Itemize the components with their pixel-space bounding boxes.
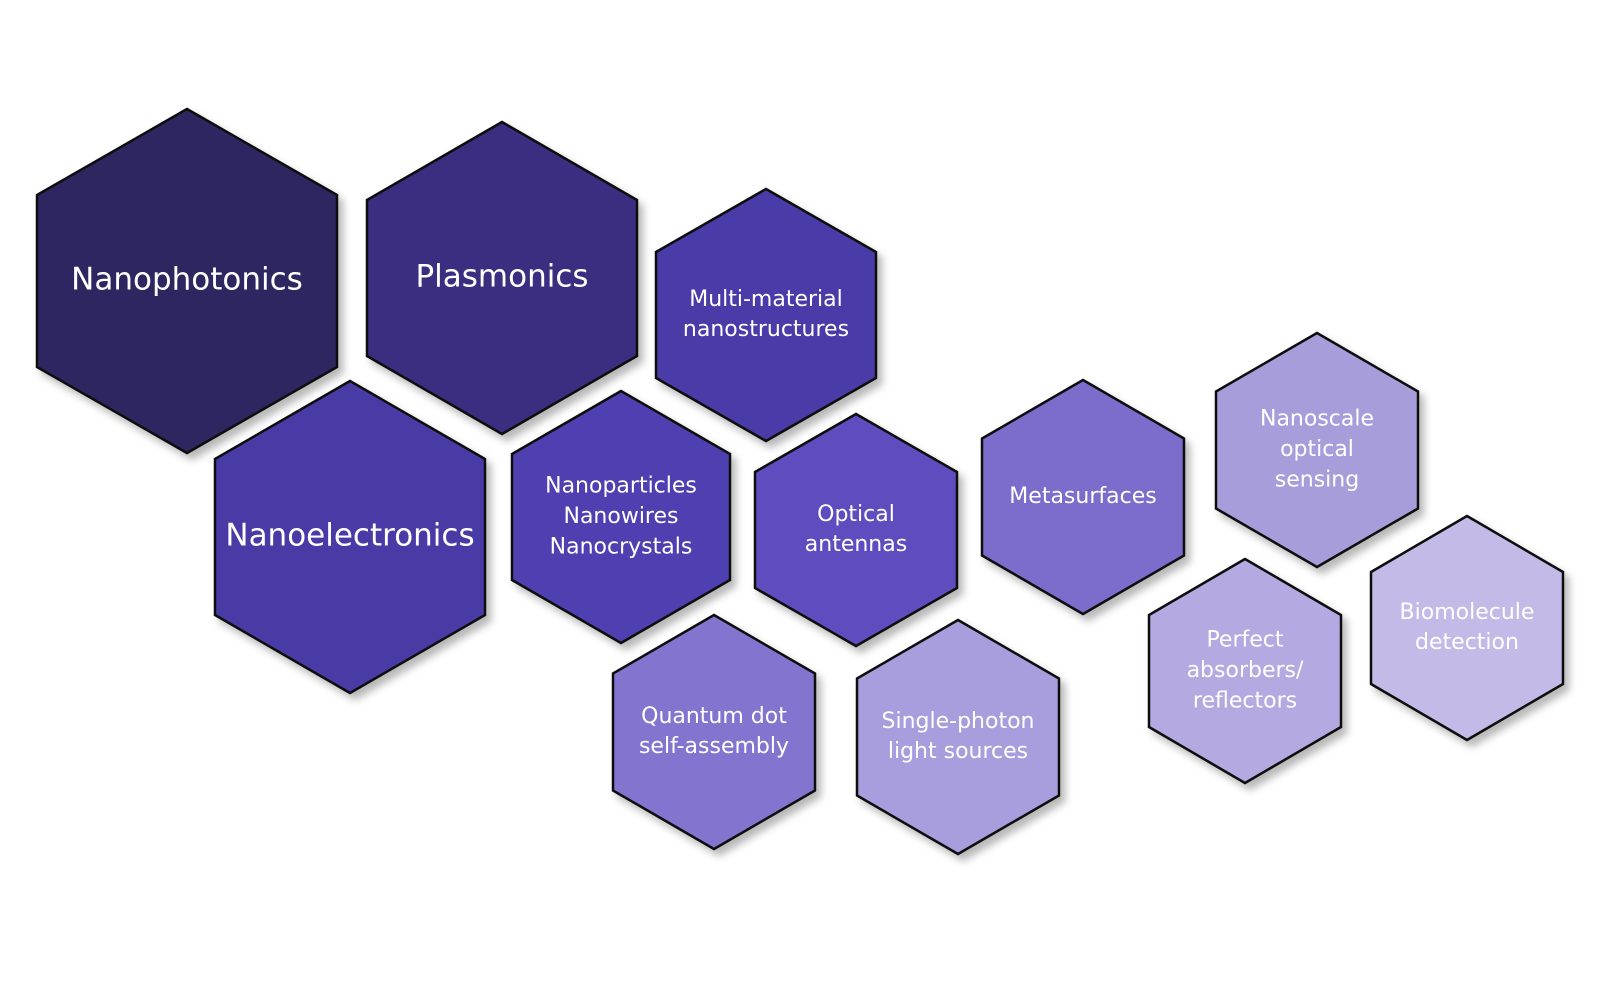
hex-label-nanoparticles: Nanocrystals [550, 534, 693, 559]
hex-node-multi-material: Multi-material nanostructures [654, 187, 878, 443]
hex-node-nanoscale-sensing: Nanoscale optical sensing [1214, 331, 1420, 569]
hexagon-metasurfaces [980, 378, 1186, 616]
hex-label-single-photon: light sources [888, 739, 1028, 764]
hex-label-perfect-absorbers: Perfect [1206, 628, 1283, 653]
hex-label-single-photon: Single-photon [882, 709, 1035, 734]
hexagon-plasmonics [365, 120, 639, 436]
hex-node-perfect-absorbers: Perfect absorbers/reflectors [1147, 557, 1343, 785]
hexagon-nanoscale-sensing [1214, 331, 1420, 569]
hex-label-metasurfaces: Metasurfaces [1009, 484, 1156, 509]
hex-label-nanoscale-sensing: sensing [1275, 467, 1359, 492]
hex-label-biomolecule: detection [1415, 630, 1519, 655]
hexagon-biomolecule [1369, 514, 1565, 742]
hex-label-nanoscale-sensing: optical [1280, 437, 1354, 462]
hex-label-nanoparticles: Nanowires [563, 504, 678, 529]
hexagon-multi-material [654, 187, 878, 443]
hex-label-multi-material: Multi-material [689, 287, 843, 312]
hex-node-plasmonics: Plasmonics [365, 120, 639, 436]
hex-node-nanophotonics: Nanophotonics [35, 107, 339, 455]
hex-label-nanoparticles: Nanoparticles [545, 474, 697, 499]
hex-node-single-photon: Single-photon light sources [855, 618, 1061, 856]
hex-label-nanoscale-sensing: Nanoscale [1260, 407, 1374, 432]
hex-label-quantum-dot: Quantum dot [641, 704, 787, 729]
hex-node-quantum-dot: Quantum dot self-assembly [611, 613, 817, 851]
hexagon-nanoelectronics [213, 379, 487, 695]
hex-label-plasmonics: Plasmonics [415, 259, 588, 295]
hexagon-nanoparticles [510, 389, 732, 645]
hexagon-quantum-dot [611, 613, 817, 851]
hex-label-perfect-absorbers: absorbers/ [1187, 658, 1304, 683]
hexagon-perfect-absorbers [1147, 557, 1343, 785]
hexagon-optical-antennas [753, 412, 959, 648]
hex-node-nanoelectronics: Nanoelectronics [213, 379, 487, 695]
hex-node-metasurfaces: Metasurfaces [980, 378, 1186, 616]
hex-label-optical-antennas: antennas [805, 532, 907, 557]
hex-label-nanoelectronics: Nanoelectronics [225, 518, 474, 554]
hex-label-quantum-dot: self-assembly [639, 734, 789, 759]
hex-label-optical-antennas: Optical [817, 502, 895, 527]
hexagon-nanophotonics [35, 107, 339, 455]
hex-label-nanophotonics: Nanophotonics [71, 262, 303, 298]
hex-label-biomolecule: Biomolecule [1400, 600, 1535, 625]
hex-node-biomolecule: Biomolecule detection [1369, 514, 1565, 742]
hex-label-perfect-absorbers: reflectors [1193, 688, 1297, 713]
hex-node-optical-antennas: Optical antennas [753, 412, 959, 648]
hex-label-multi-material: nanostructures [683, 317, 849, 342]
hexagon-single-photon [855, 618, 1061, 856]
